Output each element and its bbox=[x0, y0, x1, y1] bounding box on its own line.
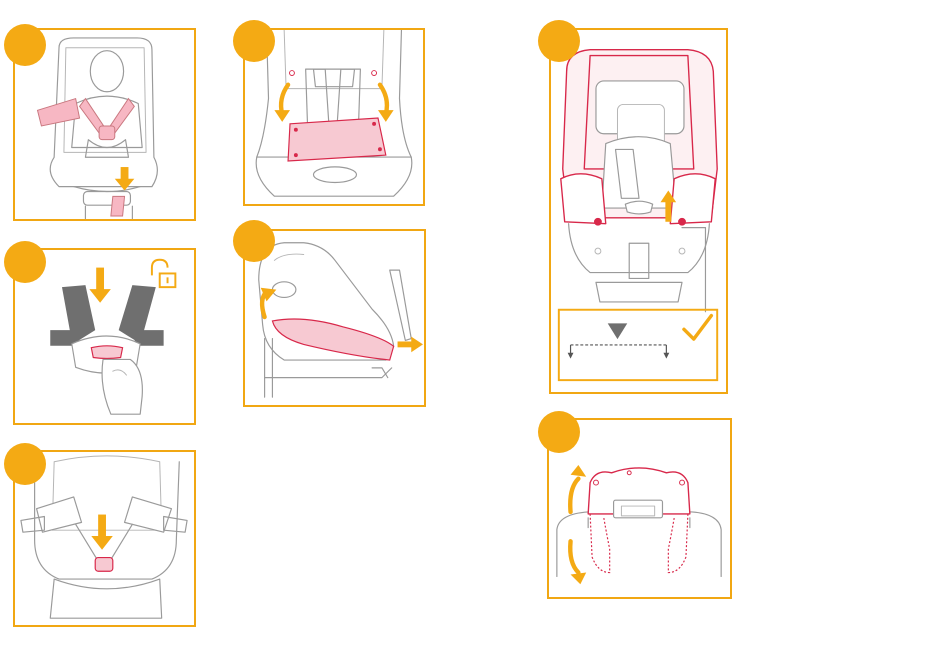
seat-side-illustration bbox=[245, 231, 424, 405]
panel-step-5 bbox=[243, 229, 426, 407]
check-icon bbox=[684, 316, 711, 339]
down-triangle-icon bbox=[608, 323, 628, 339]
unlock-icon bbox=[152, 260, 175, 287]
seat-headrest-adjust-illustration bbox=[551, 30, 726, 392]
strap-pads-illustration bbox=[245, 30, 423, 204]
step-badge-6 bbox=[538, 20, 580, 62]
step-badge-2 bbox=[4, 241, 46, 283]
strap-right bbox=[119, 285, 164, 346]
panel-step-6 bbox=[549, 28, 728, 394]
headrest-removal-illustration bbox=[549, 420, 730, 597]
seat-child-illustration bbox=[15, 30, 194, 219]
strap-left bbox=[50, 285, 95, 346]
step-badge-4 bbox=[233, 20, 275, 62]
step-badge-7 bbox=[538, 411, 580, 453]
buckle-release-illustration bbox=[15, 250, 194, 423]
step-badge-5 bbox=[233, 220, 275, 262]
step-badge-1 bbox=[4, 24, 46, 66]
step-badge-3 bbox=[4, 443, 46, 485]
harness-buckled-illustration bbox=[15, 452, 194, 625]
panel-step-4 bbox=[243, 28, 425, 206]
